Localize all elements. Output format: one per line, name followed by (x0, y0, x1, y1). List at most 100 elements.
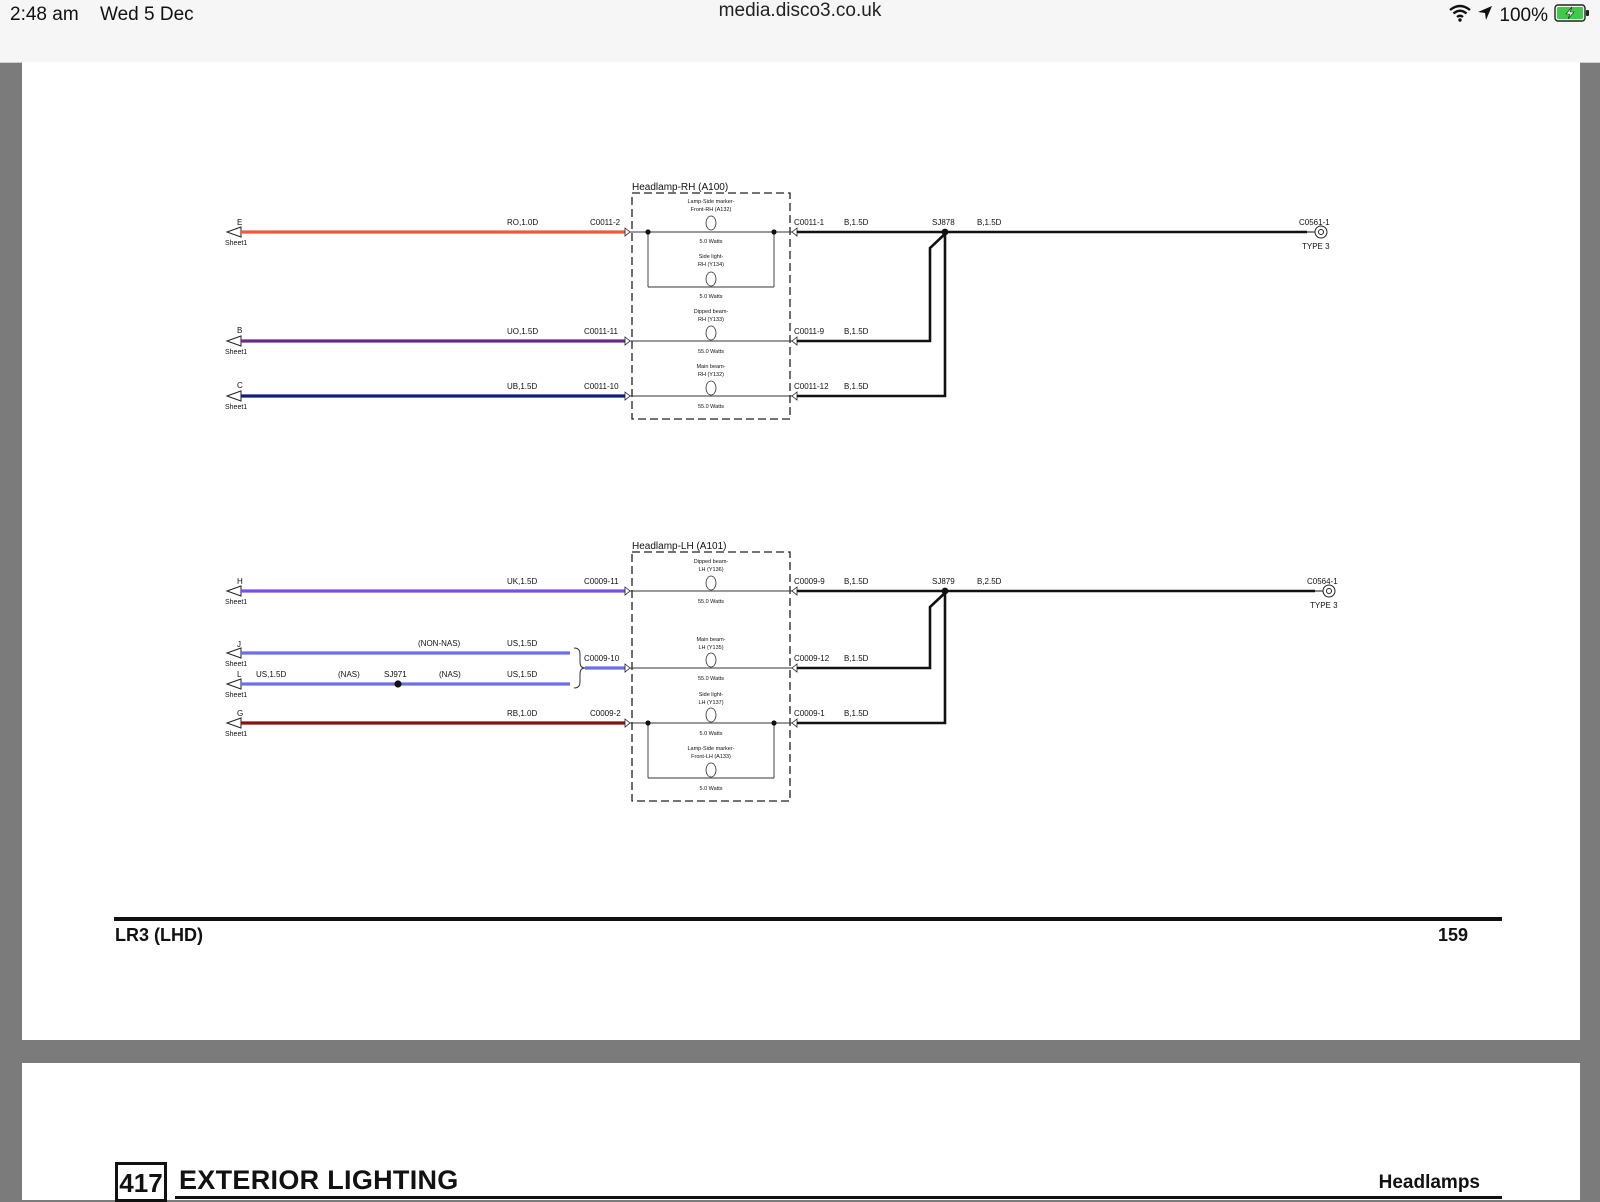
lamp-rh-side-light: Side light- RH (Y134) 5.0 Watts (698, 254, 724, 300)
lamp-label: Main beam- (696, 364, 725, 370)
splice-label: SJ971 (384, 670, 407, 679)
section-number: 417 (115, 1162, 167, 1202)
lamp-rh-side-marker: Lamp-Side marker- Front-RH (A132) 5.0 Wa… (687, 199, 734, 245)
headlamp-lh-box (631, 551, 791, 802)
battery-charging-icon (1554, 4, 1590, 27)
lamp-label: Lamp-Side marker- (687, 199, 734, 205)
lamp-label: LH (Y136) (698, 567, 723, 573)
ground-id: C0561-1 (1299, 218, 1330, 227)
pin-label: C (237, 381, 243, 390)
lamp-rh-main-beam: Main beam- RH (Y132) 55.0 Watts (696, 364, 725, 410)
lh-wire-g: G Sheet1 RB,1.0D C0009-2 (225, 709, 625, 738)
status-bar: 2:48 am Wed 5 Dec media.disco3.co.uk 100… (0, 0, 1600, 63)
lamp-label: 5.0 Watts (699, 294, 722, 300)
wire-code: B,1.5D (977, 218, 1002, 227)
lamp-label: RH (Y134) (698, 262, 724, 268)
connector-label: C0011-2 (590, 218, 621, 227)
pin-label: L (237, 670, 242, 679)
lamp-lh-main-beam: Main beam- LH (Y135) 55.0 Watts (696, 637, 725, 682)
ground-type: TYPE 3 (1310, 601, 1338, 610)
wire-code: B,1.5D (844, 654, 869, 663)
pin-label: J (237, 640, 241, 649)
lamp-label: 55.0 Watts (698, 599, 724, 605)
footer-model: LR3 (LHD) (115, 925, 203, 945)
lamp-lh-side-light: Side light- LH (Y137) 5.0 Watts (698, 692, 723, 737)
connector-label: C0011-10 (584, 382, 619, 391)
status-time: 2:48 am (10, 4, 79, 25)
lamp-label: Side light- (699, 254, 724, 260)
location-arrow-icon (1477, 5, 1493, 26)
sheet-label: Sheet1 (225, 692, 247, 699)
headlamp-rh-box (631, 192, 791, 420)
page-number: 159 (1437, 925, 1468, 945)
connector-label: C0011-12 (794, 382, 829, 391)
lamp-label: LH (Y135) (698, 645, 723, 651)
wifi-icon (1449, 4, 1472, 27)
connector-label: C0009-9 (794, 577, 825, 586)
sheet-label: Sheet1 (225, 661, 247, 668)
wire-code: UO,1.5D (507, 327, 538, 336)
rh-wire-e: E Sheet1 RO,1.0D C0011-2 (225, 218, 625, 247)
connector-label: C0011-1 (794, 218, 825, 227)
lamp-rh-dipped-beam: Dipped beam- RH (Y133) 55.0 Watts (694, 309, 729, 355)
wire-code: RO,1.0D (507, 218, 538, 227)
pin-label: H (237, 577, 243, 586)
sheet-label: Sheet1 (225, 599, 247, 606)
splice-label: SJ878 (932, 218, 955, 227)
next-document-page: 417 EXTERIOR LIGHTING Headlamps (22, 1063, 1580, 1202)
connector-label: C0009-12 (794, 654, 830, 663)
lamp-label: RH (Y132) (698, 372, 724, 378)
lamp-label: 5.0 Watts (699, 786, 722, 792)
connector-label: C0009-11 (584, 577, 619, 586)
wire-code: B,1.5D (844, 382, 869, 391)
wire-code: US,1.5D (507, 639, 537, 648)
sheet-label: Sheet1 (225, 240, 247, 247)
lamp-label: RH (Y133) (698, 317, 724, 323)
headlamp-rh-title: Headlamp-RH (A100) (632, 182, 728, 193)
address-url[interactable]: media.disco3.co.uk (718, 0, 882, 21)
lamp-label: LH (Y137) (698, 700, 723, 706)
wire-code: B,2.5D (977, 577, 1002, 586)
ground-id: C0564-1 (1307, 577, 1338, 586)
wire-note: (NAS) (338, 670, 360, 679)
connector-label: C0011-11 (584, 327, 619, 336)
ground-type: TYPE 3 (1302, 242, 1330, 251)
lamp-label: Lamp-Side marker- (687, 746, 734, 752)
connector-label: C0009-1 (794, 709, 825, 718)
rh-wire-b: B Sheet1 UO,1.5D C0011-11 (225, 326, 625, 356)
wiring-diagram: Headlamp-RH (A100) E Sheet1 RO,1.0D C001… (225, 182, 1338, 802)
ground-rh (1307, 225, 1328, 239)
wire-note: (NAS) (439, 670, 461, 679)
section-title: EXTERIOR LIGHTING (179, 1165, 459, 1195)
wire-code: B,1.5D (844, 577, 869, 586)
wire-code: B,1.5D (844, 709, 869, 718)
wire-note: (NON-NAS) (418, 639, 461, 648)
connector-label: C0009-2 (590, 709, 621, 718)
wire-code: US,1.5D (507, 670, 537, 679)
lh-wire-h: H Sheet1 UK,1.5D C0009-11 (225, 577, 625, 606)
pin-label: G (237, 709, 243, 718)
section-subtitle: Headlamps (1378, 1172, 1480, 1193)
lamp-label: 55.0 Watts (698, 349, 724, 355)
pin-label: B (237, 326, 242, 335)
wire-code: UB,1.5D (507, 382, 537, 391)
section-rule (175, 1196, 1502, 1199)
splice-label: SJ879 (932, 577, 955, 586)
sheet-label: Sheet1 (225, 404, 247, 411)
lamp-label: 5.0 Watts (699, 239, 722, 245)
battery-percent: 100% (1499, 4, 1548, 26)
wire-code: B,1.5D (844, 327, 869, 336)
lamp-label: 5.0 Watts (699, 731, 722, 737)
wire-code: UK,1.5D (507, 577, 537, 586)
lamp-label: 55.0 Watts (698, 676, 724, 682)
lh-wire-j: J Sheet1 (NON-NAS) US,1.5D (225, 639, 570, 668)
footer-rule (114, 917, 1502, 921)
lamp-label: Front-RH (A132) (691, 207, 732, 213)
rh-wire-c: C Sheet1 UB,1.5D C0011-10 (225, 381, 625, 411)
connector-label: C0009-10 (584, 654, 620, 663)
lamp-label: Dipped beam- (694, 559, 729, 565)
wire-code: US,1.5D (256, 670, 286, 679)
headlamp-lh-title: Headlamp-LH (A101) (632, 541, 727, 552)
status-date: Wed 5 Dec (100, 4, 194, 25)
pin-label: E (237, 218, 242, 227)
